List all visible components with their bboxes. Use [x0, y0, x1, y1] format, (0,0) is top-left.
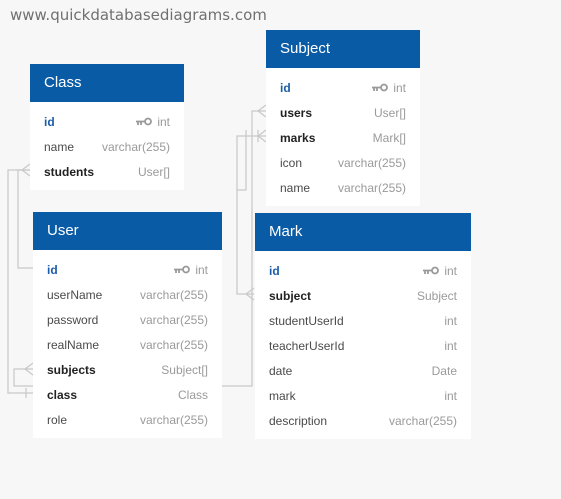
- column-row[interactable]: date Date: [255, 358, 471, 383]
- table-mark[interactable]: Mark id int subject Subject studentUserI…: [255, 213, 471, 439]
- table-mark-header[interactable]: Mark: [255, 213, 471, 251]
- table-user[interactable]: User id int userName varchar(255) passwo…: [33, 212, 222, 438]
- column-type: Subject: [416, 288, 457, 303]
- column-type: Date: [431, 363, 457, 378]
- column-name: teacherUserId: [269, 338, 345, 353]
- table-subject[interactable]: Subject id int users User[] marks Mark[]…: [266, 30, 420, 206]
- column-name: students: [44, 164, 95, 179]
- column-name: id: [269, 263, 280, 278]
- column-row[interactable]: subjects Subject[]: [33, 357, 222, 382]
- column-type: int: [422, 264, 457, 278]
- column-row[interactable]: role varchar(255): [33, 407, 222, 432]
- column-type-label: int: [444, 263, 457, 278]
- column-row[interactable]: users User[]: [266, 100, 420, 125]
- crowfoot-subject-users: [257, 104, 267, 118]
- table-class-columns: id int name varchar(255) students User[]: [30, 102, 184, 190]
- column-row[interactable]: description varchar(255): [255, 408, 471, 433]
- column-type: int: [173, 263, 208, 277]
- column-type: varchar(255): [101, 139, 170, 154]
- column-name: description: [269, 413, 328, 428]
- column-name: users: [280, 105, 313, 120]
- column-row[interactable]: studentUserId int: [255, 308, 471, 333]
- column-type: varchar(255): [139, 312, 208, 327]
- column-row[interactable]: teacherUserId int: [255, 333, 471, 358]
- column-row[interactable]: password varchar(255): [33, 307, 222, 332]
- column-type: varchar(255): [139, 337, 208, 352]
- column-row[interactable]: marks Mark[]: [266, 125, 420, 150]
- column-type: Subject[]: [161, 362, 208, 377]
- table-subject-columns: id int users User[] marks Mark[] icon va…: [266, 68, 420, 206]
- table-user-columns: id int userName varchar(255) password va…: [33, 250, 222, 438]
- column-name: icon: [280, 155, 303, 170]
- key-icon: [135, 117, 153, 126]
- table-class-header[interactable]: Class: [30, 64, 184, 102]
- column-row[interactable]: name varchar(255): [266, 175, 420, 200]
- column-name: date: [269, 363, 293, 378]
- column-type: int: [444, 313, 457, 328]
- column-row[interactable]: name varchar(255): [30, 134, 184, 159]
- column-row[interactable]: id int: [255, 258, 471, 283]
- column-row[interactable]: subject Subject: [255, 283, 471, 308]
- column-type-label: int: [393, 80, 406, 95]
- column-type-label: int: [195, 262, 208, 277]
- column-type: User[]: [373, 105, 406, 120]
- column-name: name: [44, 139, 75, 154]
- column-type: Mark[]: [372, 130, 406, 145]
- column-name: id: [44, 114, 55, 129]
- column-name: role: [47, 412, 68, 427]
- watermark: www.quickdatabasediagrams.com: [10, 6, 267, 24]
- column-type: int: [444, 338, 457, 353]
- column-name: userName: [47, 287, 103, 302]
- column-name: realName: [47, 337, 100, 352]
- column-name: subject: [269, 288, 312, 303]
- table-subject-header[interactable]: Subject: [266, 30, 420, 68]
- key-icon: [173, 265, 191, 274]
- column-name: name: [280, 180, 311, 195]
- column-type-label: int: [157, 114, 170, 129]
- column-name: marks: [280, 130, 316, 145]
- column-type: int: [135, 115, 170, 129]
- column-type: int: [371, 81, 406, 95]
- column-name: id: [47, 262, 58, 277]
- column-type: User[]: [137, 164, 170, 179]
- column-name: mark: [269, 388, 296, 403]
- column-type: int: [444, 388, 457, 403]
- key-icon: [422, 266, 440, 275]
- column-type: varchar(255): [139, 412, 208, 427]
- connector-mark-user: [237, 130, 247, 191]
- column-type: varchar(255): [337, 155, 406, 170]
- column-type: varchar(255): [139, 287, 208, 302]
- column-row[interactable]: mark int: [255, 383, 471, 408]
- column-name: studentUserId: [269, 313, 344, 328]
- column-row[interactable]: icon varchar(255): [266, 150, 420, 175]
- crowfoot-user-subjects: [24, 362, 34, 376]
- table-mark-columns: id int subject Subject studentUserId int…: [255, 251, 471, 439]
- column-type: varchar(255): [388, 413, 457, 428]
- column-type: varchar(255): [337, 180, 406, 195]
- connector-user-class-class: [7, 169, 33, 394]
- table-user-header[interactable]: User: [33, 212, 222, 250]
- column-name: class: [47, 387, 78, 402]
- column-row[interactable]: id int: [33, 257, 222, 282]
- table-class[interactable]: Class id int name varchar(255) students …: [30, 64, 184, 190]
- column-row[interactable]: class Class: [33, 382, 222, 407]
- column-row[interactable]: students User[]: [30, 159, 184, 184]
- column-row[interactable]: id int: [266, 75, 420, 100]
- column-name: password: [47, 312, 99, 327]
- column-name: id: [280, 80, 291, 95]
- crowfoot-mark-subject: [245, 287, 255, 301]
- column-type: Class: [177, 387, 208, 402]
- column-row[interactable]: userName varchar(255): [33, 282, 222, 307]
- key-icon: [371, 83, 389, 92]
- column-name: subjects: [47, 362, 96, 377]
- column-row[interactable]: realName varchar(255): [33, 332, 222, 357]
- column-row[interactable]: id int: [30, 109, 184, 134]
